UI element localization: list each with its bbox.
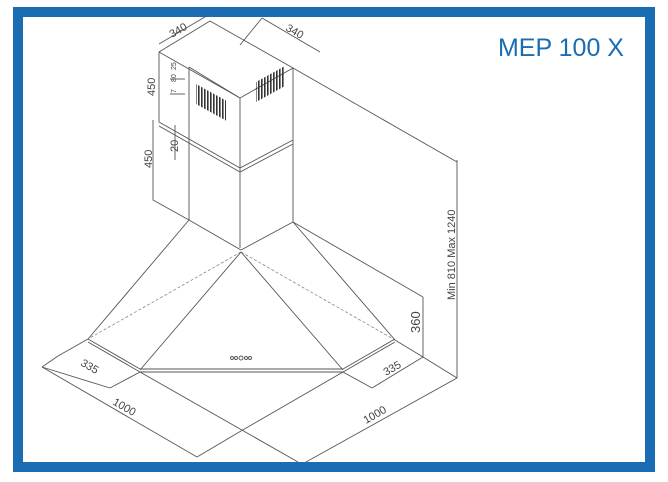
- control-buttons: [230, 355, 252, 361]
- vent-grille-left: [196, 84, 226, 121]
- vent-grille-right: [256, 66, 284, 103]
- dim-lower-chimney-height: 450: [143, 150, 155, 168]
- dim-vent-offset: 25: [171, 62, 178, 70]
- dim-vent-height: 80: [171, 74, 178, 82]
- dim-vent-gap: 7: [171, 89, 178, 93]
- dimension-lines: [41, 13, 458, 463]
- dim-chimney-width-right: 340: [284, 22, 306, 42]
- dim-overlap: 20: [169, 140, 181, 152]
- model-title: MEP 100 X: [497, 34, 624, 62]
- dim-hood-height: 360: [408, 311, 423, 333]
- chimney: [152, 20, 294, 248]
- dim-side-depth-left: 335: [79, 357, 101, 377]
- dim-chimney-width-left: 340: [168, 21, 190, 41]
- dim-total-height: Min 810 Max 1240: [446, 210, 458, 301]
- drawing-frame: [13, 7, 655, 472]
- dim-upper-chimney-height: 450: [146, 78, 158, 96]
- dim-side-depth-right: 335: [382, 359, 404, 379]
- hood-body: [87, 219, 396, 373]
- dim-width-left: 1000: [111, 396, 138, 419]
